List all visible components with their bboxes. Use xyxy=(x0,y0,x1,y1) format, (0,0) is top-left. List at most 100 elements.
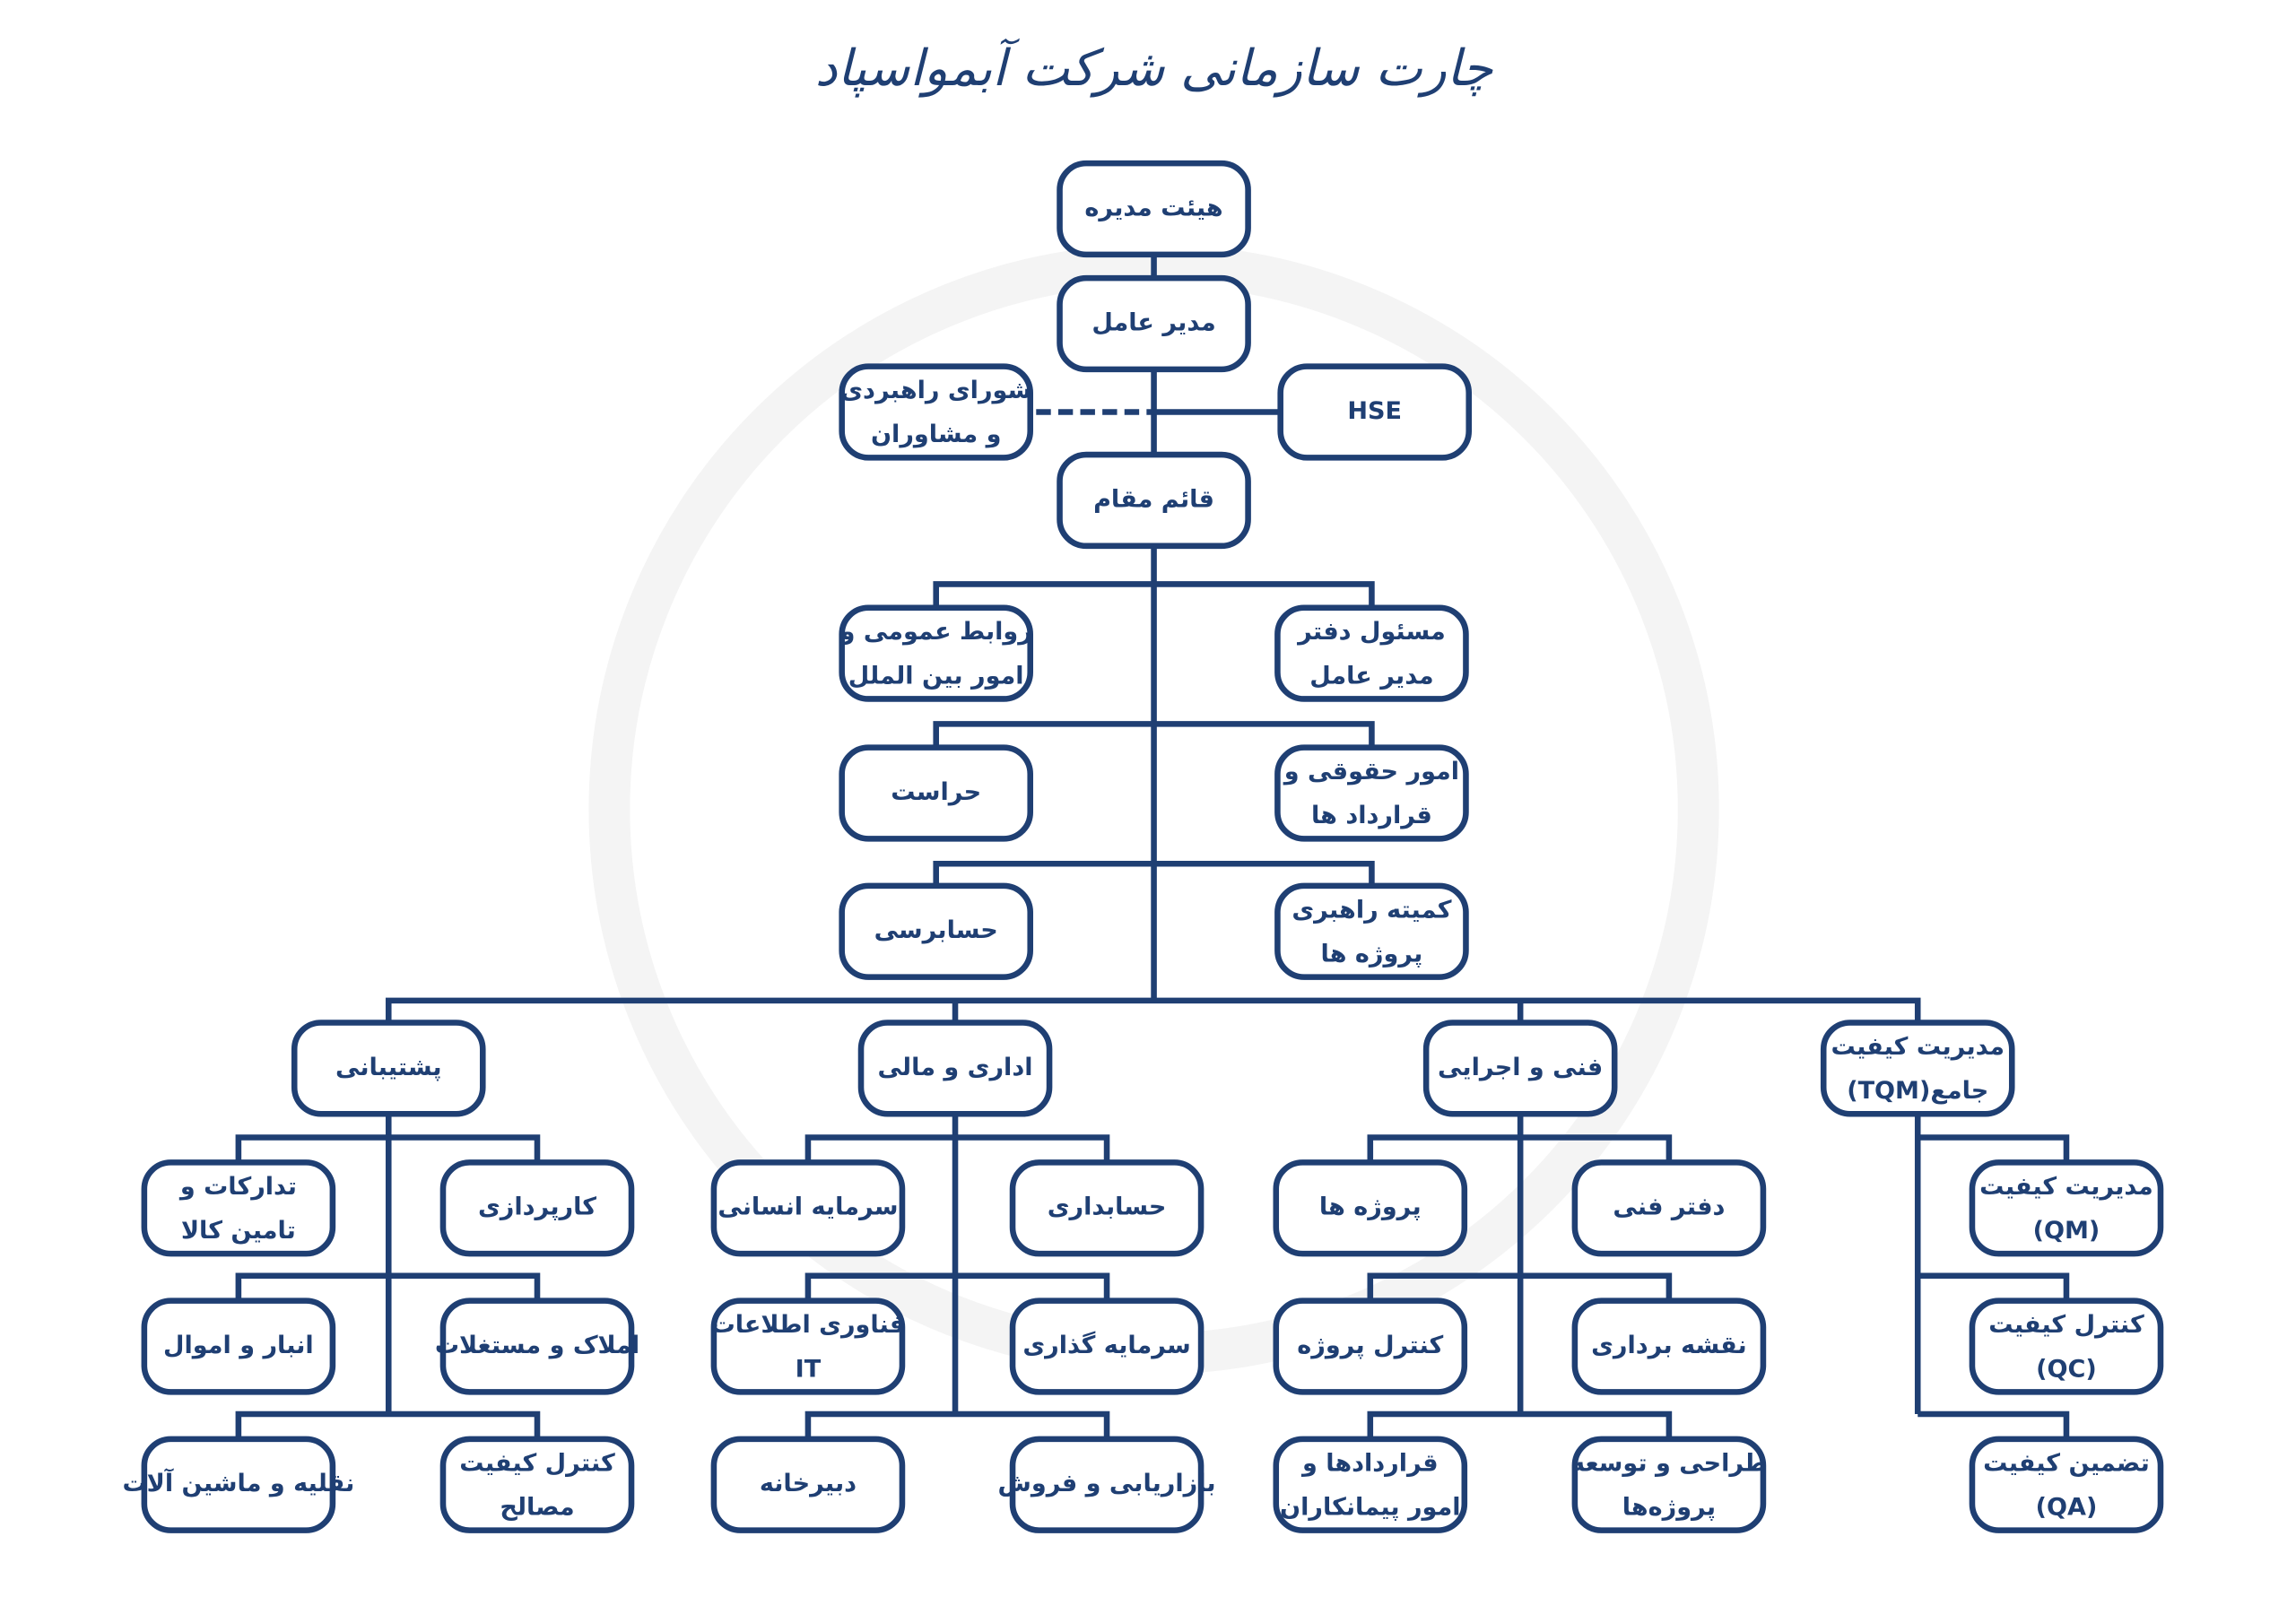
chart-title: چارت سازمانی شرکت آبمواسپاد xyxy=(815,38,1493,98)
node-label: سرمایه گذاری xyxy=(1022,1331,1190,1359)
node-label: تدارکات و xyxy=(178,1173,297,1201)
node-box xyxy=(141,1159,336,1257)
node-box xyxy=(141,1298,336,1395)
node-label: مدیر عامل xyxy=(1309,662,1433,690)
node-box xyxy=(439,1159,635,1257)
node-project-control[interactable]: کنترل پروژه xyxy=(1273,1298,1468,1395)
node-technical[interactable]: فنی و اجرایی xyxy=(1422,1020,1618,1117)
node-label: فناوری اطلاعات xyxy=(711,1311,906,1339)
node-label: پروژه ها xyxy=(1319,1193,1422,1221)
node-label: کنترل کیفیت xyxy=(459,1449,615,1477)
node-box xyxy=(1571,1436,1767,1533)
node-box xyxy=(1277,363,1473,461)
node-box xyxy=(839,604,1034,702)
node-label: سرمایه انسانی xyxy=(718,1193,898,1221)
node-box xyxy=(1273,1159,1468,1257)
node-audit[interactable]: حسابرسی xyxy=(839,882,1034,980)
node-secretariat[interactable]: دبیرخانه xyxy=(710,1436,906,1533)
node-box xyxy=(710,1298,906,1395)
node-technical-office[interactable]: دفتر فنی xyxy=(1571,1159,1767,1257)
node-board[interactable]: هیئت مدیره xyxy=(1057,160,1251,258)
node-box xyxy=(1274,882,1469,980)
node-label: قرارداد ها xyxy=(1311,802,1432,829)
node-label: مدیریت کیفیت xyxy=(1831,1033,2005,1061)
node-box xyxy=(1571,1298,1767,1395)
node-box xyxy=(1274,744,1469,842)
node-security[interactable]: حراست xyxy=(839,744,1034,842)
node-label: تامین کالا xyxy=(181,1217,296,1245)
node-label: روابط عمومی و xyxy=(839,618,1032,646)
node-box xyxy=(1057,160,1251,258)
node-label: مدیریت کیفیت xyxy=(1979,1173,2153,1201)
node-projects[interactable]: پروژه ها xyxy=(1273,1159,1468,1257)
node-label: قائم مقام xyxy=(1093,485,1214,513)
node-qm[interactable]: مدیریت کیفیت(QM) xyxy=(1969,1159,2164,1257)
node-box xyxy=(839,882,1034,980)
node-label: دبیرخانه xyxy=(760,1470,857,1497)
node-label: IT xyxy=(796,1355,822,1383)
node-label: مدیر عامل xyxy=(1091,309,1215,337)
node-label: (QA) xyxy=(2036,1494,2098,1522)
node-qc[interactable]: کنترل کیفیت(QC) xyxy=(1969,1298,2164,1395)
node-ceo-office[interactable]: مسئول دفتر مدیر عامل xyxy=(1274,604,1469,702)
node-hse[interactable]: HSE xyxy=(1277,363,1473,461)
connector-line xyxy=(1367,1410,1673,1439)
node-box xyxy=(291,1020,486,1117)
node-label: املاک و مستغلات xyxy=(435,1332,639,1359)
node-label: اداری و مالی xyxy=(878,1054,1033,1081)
node-real-estate[interactable]: املاک و مستغلات xyxy=(435,1298,639,1395)
node-box xyxy=(439,1436,635,1533)
connector-line xyxy=(804,1134,1110,1163)
node-box xyxy=(839,363,1034,461)
connector-line xyxy=(933,860,1375,888)
connector-line xyxy=(933,581,1375,608)
node-box xyxy=(857,1020,1053,1117)
node-label: مصالح xyxy=(500,1494,574,1522)
node-procurement[interactable]: تدارکات و تامین کالا xyxy=(141,1159,336,1257)
node-box xyxy=(1969,1298,2164,1395)
node-hr[interactable]: سرمایه انسانی xyxy=(710,1159,906,1257)
connector-lines xyxy=(235,254,2070,1439)
node-accounting[interactable]: حسابداری xyxy=(1009,1159,1205,1257)
node-it[interactable]: فناوری اطلاعات IT xyxy=(710,1298,906,1395)
node-qa[interactable]: تضمین کیفیت(QA) xyxy=(1969,1436,2164,1533)
node-investment[interactable]: سرمایه گذاری xyxy=(1009,1298,1205,1395)
node-box xyxy=(1273,1298,1468,1395)
node-label: کنترل پروژه xyxy=(1297,1332,1443,1359)
node-label: طراحی و توسعه xyxy=(1570,1449,1768,1477)
node-box xyxy=(1969,1159,2164,1257)
node-label: کمیته راهبری xyxy=(1292,896,1451,924)
node-label: حسابداری xyxy=(1048,1193,1167,1221)
node-purchasing[interactable]: کارپردازی xyxy=(439,1159,635,1257)
node-box xyxy=(1820,1020,2015,1117)
node-label: حراست xyxy=(891,778,981,806)
node-label: نقلیه و ماشین آلات xyxy=(122,1468,354,1497)
node-surveying[interactable]: نقشه برداری xyxy=(1571,1298,1767,1395)
connector-line xyxy=(1367,1272,1673,1301)
node-warehouse[interactable]: انبار و اموال xyxy=(141,1298,336,1395)
node-box xyxy=(439,1298,635,1395)
node-box xyxy=(1274,604,1469,702)
node-box xyxy=(141,1436,336,1533)
node-deputy[interactable]: قائم مقام xyxy=(1057,451,1251,550)
node-transport[interactable]: نقلیه و ماشین آلات xyxy=(122,1436,354,1533)
node-label: کنترل کیفیت xyxy=(1988,1311,2144,1339)
node-ceo[interactable]: مدیر عامل xyxy=(1057,274,1251,373)
node-box xyxy=(839,744,1034,842)
node-label: پشتیبانی xyxy=(335,1054,442,1081)
node-label: هیئت مدیره xyxy=(1084,195,1222,222)
node-support[interactable]: پشتیبانی xyxy=(291,1020,486,1117)
node-label: مسئول دفتر xyxy=(1296,618,1446,646)
node-admin-finance[interactable]: اداری و مالی xyxy=(857,1020,1053,1117)
node-marketing[interactable]: بازاریابی و فروش xyxy=(998,1436,1216,1533)
node-material-qc[interactable]: کنترل کیفیت مصالح xyxy=(439,1436,635,1533)
node-label: بازاریابی و فروش xyxy=(998,1470,1216,1497)
node-box xyxy=(1571,1159,1767,1257)
